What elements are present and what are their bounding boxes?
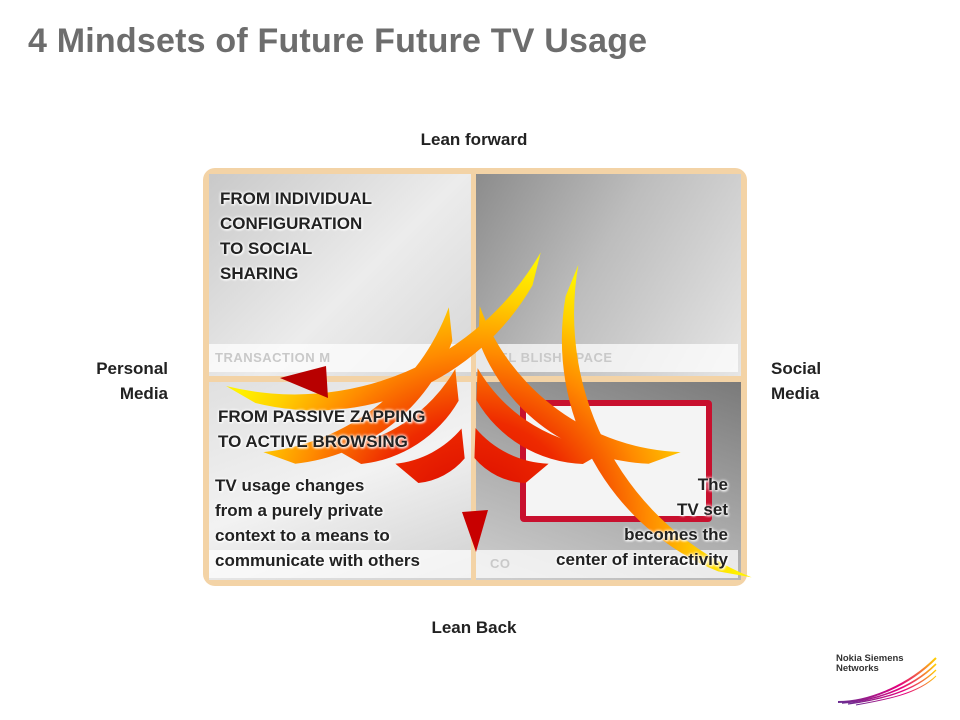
axis-label-personal-media: Personal Media <box>60 356 168 406</box>
logo-line: Networks <box>836 663 879 674</box>
signal-arc-right-0 <box>474 428 549 484</box>
mindset-line: communicate with others <box>215 551 420 570</box>
mindset-line: FROM INDIVIDUAL <box>220 189 373 208</box>
mindset-line: context to a means to <box>215 526 390 545</box>
axis-label-line: Social <box>771 359 822 378</box>
signal-source-dot <box>280 366 488 552</box>
mindset-passive-to-active: FROM PASSIVE ZAPPING TO ACTIVE BROWSING <box>218 404 498 454</box>
mindset-individual-to-social: FROM INDIVIDUAL CONFIGURATION TO SOCIAL … <box>220 186 450 286</box>
signal-arcs <box>226 252 752 578</box>
axis-label-social-media: Social Media <box>771 356 821 406</box>
axis-label-line: Media <box>771 384 820 403</box>
mindset-line: TO ACTIVE BROWSING <box>218 432 408 451</box>
mindset-tv-center-of-interactivity: The TV set becomes the center of interac… <box>500 472 728 572</box>
axis-label-lean-back: Lean Back <box>431 618 517 637</box>
quadrant-top-right-photo <box>476 174 741 376</box>
mindset-line: TV usage changes <box>215 476 365 495</box>
mindset-line: FROM PASSIVE ZAPPING <box>218 407 426 426</box>
mindset-line: CONFIGURATION <box>220 214 363 233</box>
mindset-line: The <box>697 475 728 494</box>
mindset-line: TV set <box>676 500 728 519</box>
logo-text: Nokia Siemens Networks <box>836 654 916 674</box>
signal-arc-left-1 <box>333 368 459 464</box>
mindset-private-to-communicate: TV usage changes from a purely private c… <box>215 473 485 573</box>
axis-label-lean-forward: Lean forward <box>420 130 528 149</box>
mindset-line: becomes the <box>624 525 728 544</box>
signal-arc-left-0 <box>395 428 465 484</box>
mindset-line: center of interactivity <box>556 550 728 569</box>
quadrant-top-left-photo <box>209 174 471 376</box>
signal-arc-right-2 <box>478 306 681 464</box>
axis-label-line: Personal <box>96 359 168 378</box>
logo-line: Nokia Siemens <box>836 653 904 664</box>
signal-arc-left-3 <box>226 252 541 411</box>
mindset-line: TO SOCIAL <box>220 239 313 258</box>
logo-swoosh-icon <box>837 657 937 706</box>
mindset-line: SHARING <box>220 264 299 283</box>
mindset-line: from a purely private <box>215 501 384 520</box>
page-title: 4 Mindsets of Future Future TV Usage <box>28 22 648 60</box>
axis-label-line: Media <box>119 384 168 403</box>
quadrant-label-bottom-left <box>209 550 471 578</box>
quadrant-label-top-right: SEL BLISH SPACE <box>476 344 738 372</box>
signal-arc-right-3 <box>561 264 752 578</box>
